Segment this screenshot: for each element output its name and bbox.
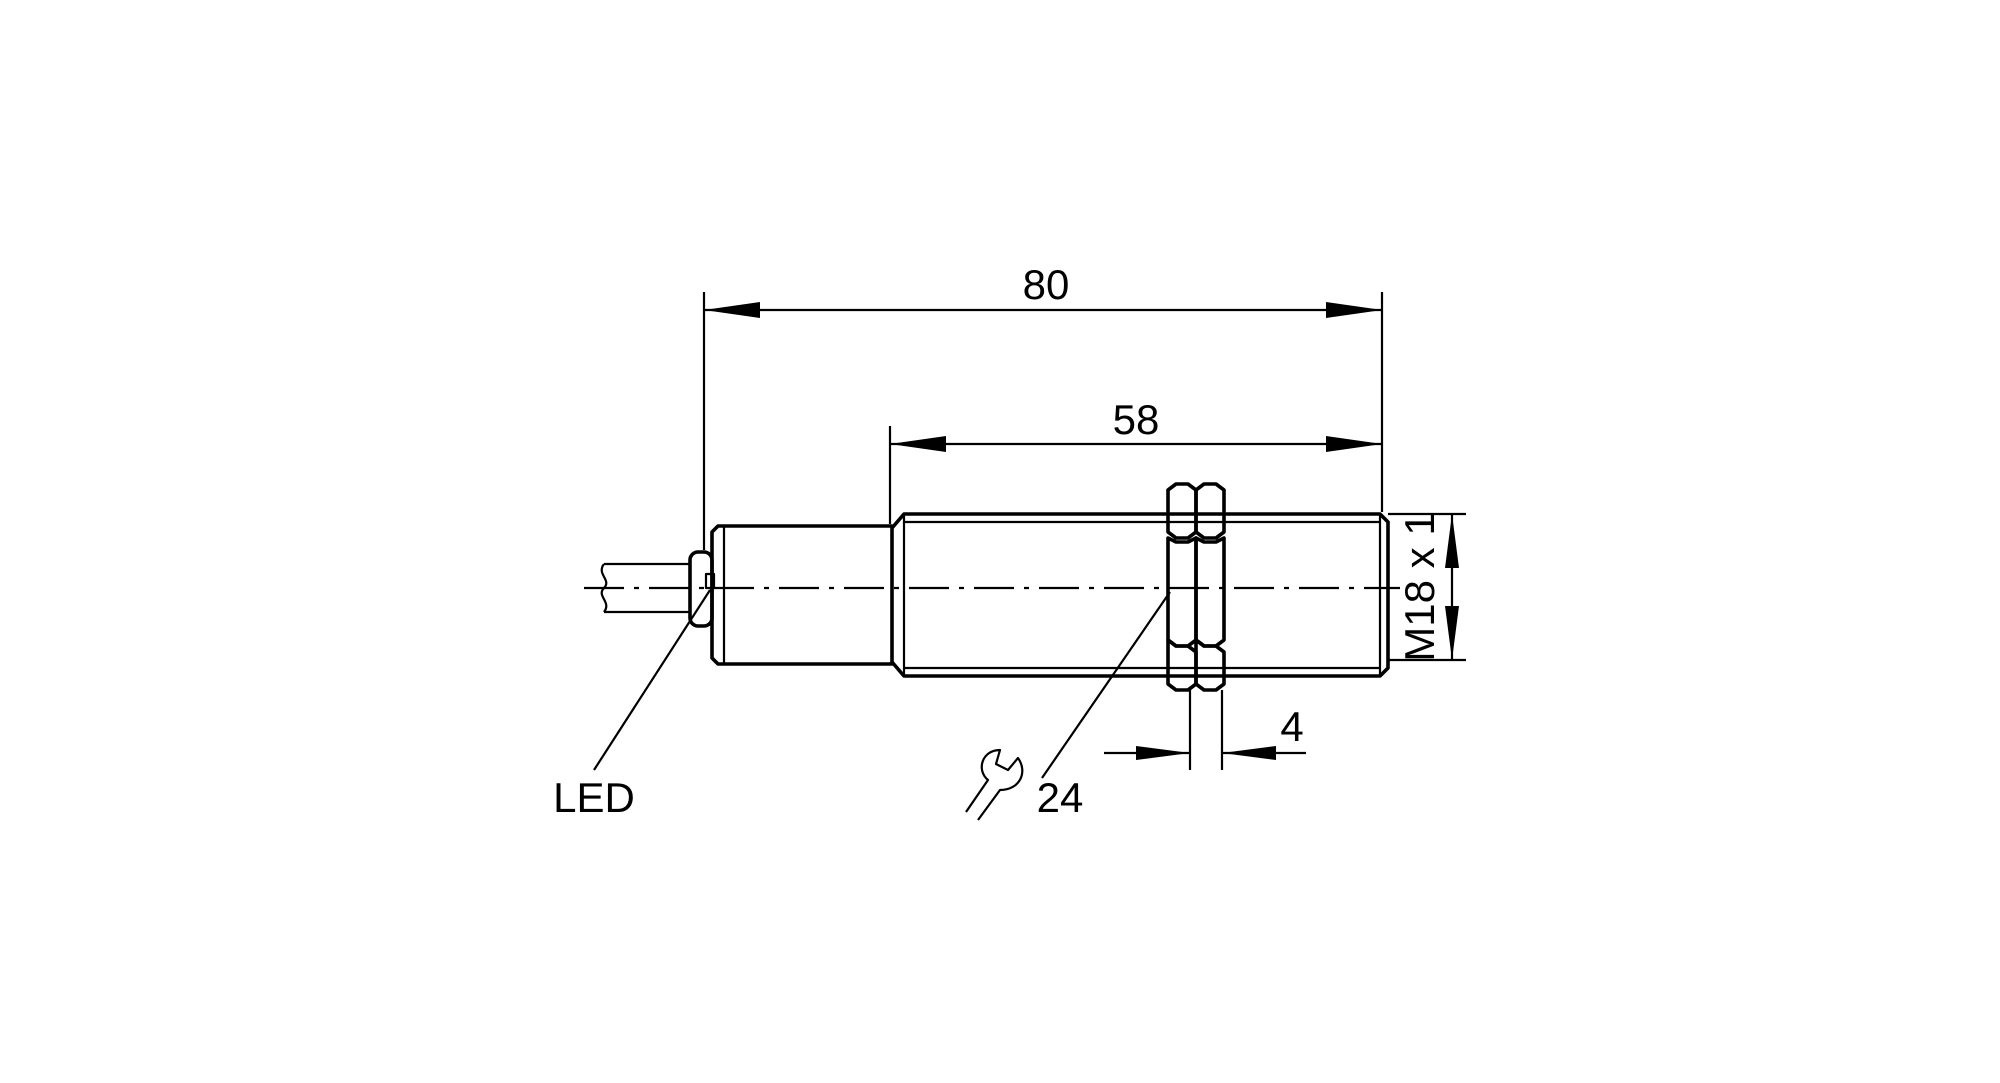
thread-length-label: 58 [1113,396,1160,443]
wrench-icon [965,748,1024,821]
callout-wrench-size: 24 [965,591,1171,821]
thread-label: M18 x 1 [1396,512,1443,661]
dimension-thread-length: 58 [888,396,1382,524]
wrench-size-label: 24 [1037,774,1084,821]
dimension-nut-width: 4 [1104,690,1306,770]
dimension-overall-length: 80 [702,261,1384,550]
callout-led: LED [553,589,711,821]
nut-width-label: 4 [1280,703,1303,750]
rear-housing [710,524,894,666]
led-label: LED [553,774,635,821]
dimension-thread-diameter: M18 x 1 [1388,512,1466,662]
overall-length-label: 80 [1023,261,1070,308]
lock-nuts [1166,482,1226,692]
threaded-housing [890,512,1390,678]
